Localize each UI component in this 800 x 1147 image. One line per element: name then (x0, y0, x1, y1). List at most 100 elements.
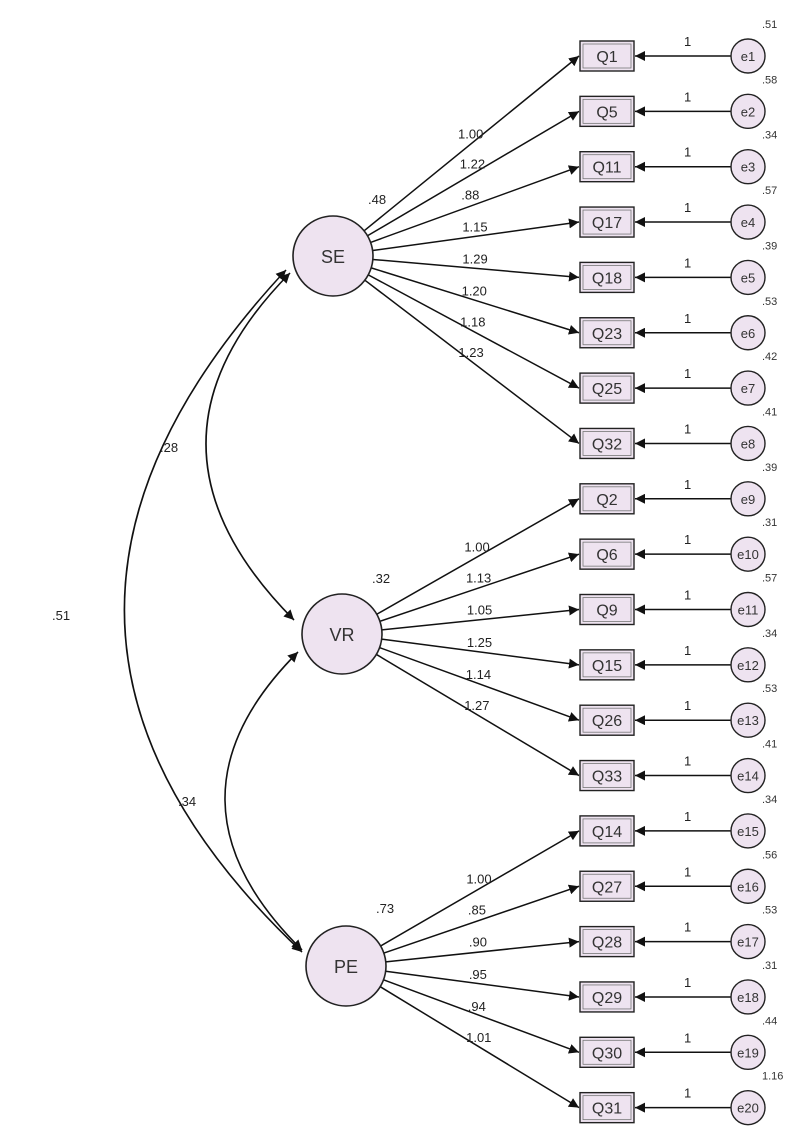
indicator-box-inner (582, 486, 632, 512)
loading-label: .88 (461, 188, 479, 203)
loading-label: 1.05 (467, 603, 492, 618)
error-label: e20 (737, 1101, 759, 1116)
indicator-box (579, 483, 635, 515)
fixed-path-label: 1 (684, 255, 691, 270)
error-variance-label: .57 (762, 185, 777, 197)
error-variance-label: .34 (762, 130, 777, 142)
indicator-box (579, 759, 635, 792)
error-circle (730, 813, 766, 849)
loading-path (370, 267, 580, 335)
indicator-label: Q6 (596, 547, 617, 564)
loading-path (381, 605, 580, 631)
error-variance-label: .39 (762, 240, 777, 252)
error-circle (730, 315, 766, 351)
indicator-box (579, 1091, 635, 1124)
error-circle (730, 481, 766, 517)
error-circle (730, 1034, 766, 1071)
loading-label: 1.22 (460, 157, 485, 172)
latent-circle (292, 215, 374, 297)
error-circle (730, 148, 766, 185)
covariance-label: .34 (178, 794, 196, 809)
indicator-box (579, 427, 635, 460)
error-variance-label: 1.16 (762, 1071, 783, 1083)
indicator-box-inner (582, 818, 632, 844)
latent-circle (301, 593, 383, 675)
indicator-box-inner (582, 154, 632, 180)
error-circle (730, 38, 766, 74)
indicator-label: Q11 (592, 160, 621, 177)
fixed-path-label: 1 (684, 588, 691, 603)
error-circle (730, 923, 766, 960)
error-circle (730, 647, 766, 683)
error-label: e2 (741, 104, 755, 119)
indicator-label: Q2 (596, 492, 617, 509)
error-variance-label: .42 (762, 351, 777, 363)
indicator-box (579, 538, 635, 570)
indicator-box-inner (582, 1095, 632, 1121)
fixed-path-label: 1 (684, 89, 691, 104)
fixed-path-label: 1 (684, 643, 691, 658)
loading-label: 1.23 (458, 345, 483, 360)
error-circle (730, 425, 766, 462)
indicator-label: Q32 (592, 436, 622, 453)
indicator-label: Q1 (596, 49, 617, 66)
loading-path (383, 884, 580, 954)
error-label: e16 (737, 879, 759, 894)
indicator-box (579, 206, 635, 238)
error-variance-label: .56 (762, 849, 777, 861)
loading-path (385, 937, 580, 963)
indicator-label: Q28 (592, 935, 622, 952)
error-label: e14 (737, 769, 759, 784)
indicator-box-inner (582, 597, 632, 622)
latent-variance-label: .32 (372, 571, 390, 586)
indicator-box (579, 372, 635, 404)
error-label: e9 (741, 492, 755, 507)
indicator-label: Q25 (592, 381, 622, 398)
error-label: e4 (741, 215, 755, 230)
loading-label: 1.18 (460, 314, 485, 329)
error-label: e3 (741, 160, 755, 175)
loading-path (376, 498, 580, 615)
indicator-label: Q5 (596, 104, 617, 121)
indicator-label: Q18 (592, 270, 622, 287)
covariance-arc (224, 651, 303, 951)
indicator-box-inner (582, 763, 632, 788)
loading-label: 1.27 (464, 698, 489, 713)
indicator-label: Q30 (592, 1045, 622, 1062)
error-label: e15 (737, 824, 759, 839)
indicator-box (579, 815, 635, 847)
indicator-box-inner (582, 873, 632, 899)
latent-circle (305, 925, 387, 1007)
indicator-box-inner (582, 264, 632, 290)
error-label: e13 (737, 713, 759, 728)
latent-variance-label: .73 (376, 901, 394, 916)
fixed-path-label: 1 (684, 34, 691, 49)
loading-path (379, 552, 580, 622)
covariance-arcs (123, 269, 303, 953)
loading-path (372, 258, 580, 282)
fixed-path-label: 1 (684, 975, 691, 990)
error-variance-label: .34 (762, 794, 777, 806)
loading-path (375, 653, 580, 777)
indicator-box (579, 1036, 635, 1069)
fixed-path-label: 1 (684, 477, 691, 492)
loading-label: 1.00 (458, 126, 483, 141)
indicator-label: Q9 (596, 603, 617, 620)
error-label: e1 (741, 49, 755, 64)
error-label: e12 (737, 658, 759, 673)
error-variance-label: .34 (762, 628, 777, 640)
loading-label: 1.00 (464, 540, 489, 555)
indicator-label: Q33 (592, 769, 622, 786)
error-circle (730, 1089, 766, 1126)
indicator-box (579, 593, 635, 626)
indicator-box-inner (582, 98, 632, 124)
indicator-label: Q26 (592, 713, 622, 730)
error-circle (730, 591, 766, 628)
error-label: e5 (741, 270, 755, 285)
fixed-path-label: 1 (684, 421, 691, 436)
fixed-path-label: 1 (684, 1030, 691, 1045)
loading-label: 1.20 (462, 283, 487, 298)
loading-label: 1.00 (466, 871, 491, 886)
error-circle (730, 868, 766, 904)
